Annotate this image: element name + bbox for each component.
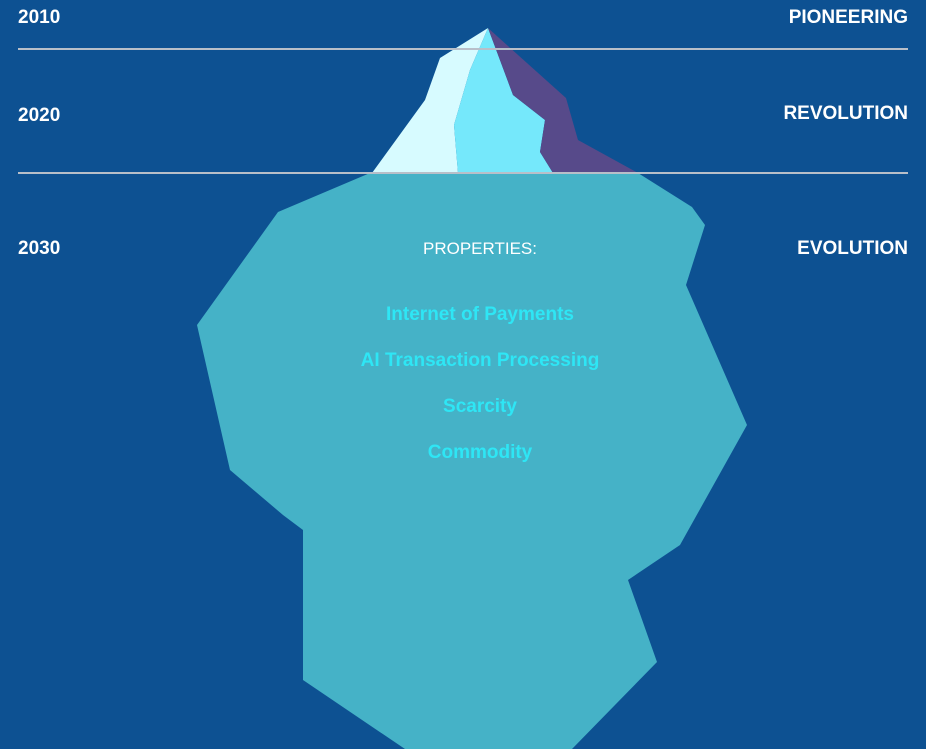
property-item-internet-of-payments: Internet of Payments xyxy=(386,304,574,325)
iceberg-tip-mid xyxy=(454,28,553,173)
iceberg-tip-light xyxy=(372,28,488,173)
era-label-pioneering: PIONEERING xyxy=(788,7,908,28)
era-label-evolution: EVOLUTION xyxy=(797,238,908,259)
property-item-scarcity: Scarcity xyxy=(443,396,517,417)
divider-line-2020 xyxy=(18,172,908,174)
year-label-2020: 2020 xyxy=(18,105,61,126)
property-item-commodity: Commodity xyxy=(427,442,533,463)
property-item-ai-transaction-processing: AI Transaction Processing xyxy=(360,350,600,371)
iceberg-tip-shadow xyxy=(488,28,638,173)
year-label-2010: 2010 xyxy=(18,7,61,28)
divider-line-2010 xyxy=(18,48,908,50)
year-label-2030: 2030 xyxy=(18,238,61,259)
properties-heading: PROPERTIES: xyxy=(423,239,537,258)
iceberg-underwater xyxy=(197,173,747,749)
era-label-revolution: REVOLUTION xyxy=(783,103,908,124)
